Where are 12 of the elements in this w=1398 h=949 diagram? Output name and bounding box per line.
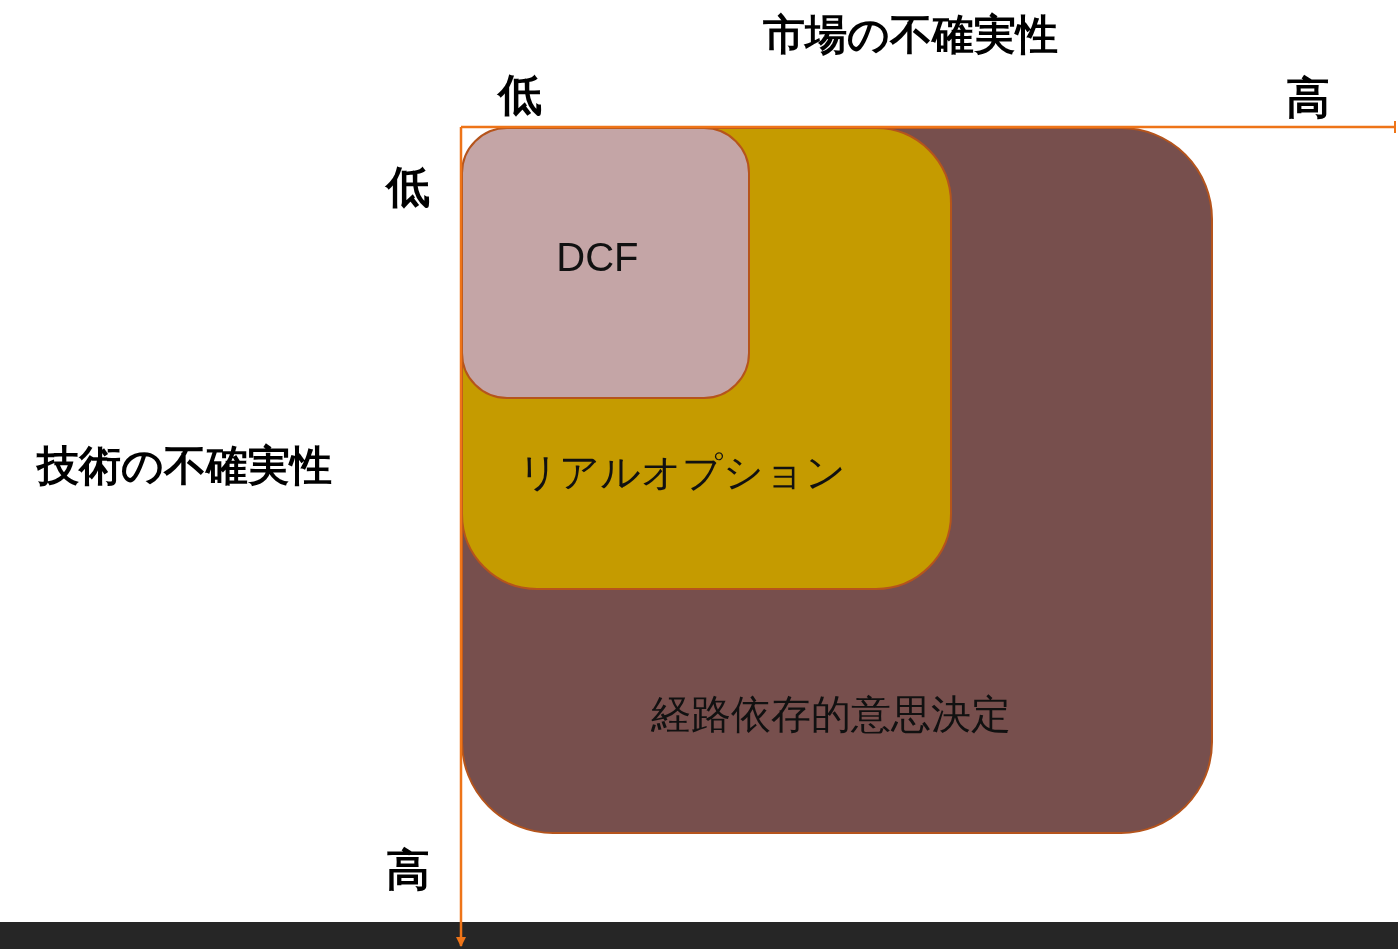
axis-tick-label: 低	[498, 67, 542, 122]
axis-title: 技術の不確実性	[36, 440, 332, 492]
rounded-box	[461, 127, 1213, 834]
axis-title: 市場の不確実性	[762, 9, 1058, 61]
rounded-box	[461, 127, 952, 590]
axis-tick-label: 高	[386, 842, 430, 897]
axis-tick-label: 高	[1286, 70, 1330, 125]
box-label: 経路依存的意思決定	[650, 690, 1011, 738]
box-label: DCF	[556, 234, 639, 280]
axis-tick-label: 低	[386, 159, 430, 214]
rounded-box	[461, 127, 750, 399]
box-label: リアルオプション	[518, 448, 846, 496]
